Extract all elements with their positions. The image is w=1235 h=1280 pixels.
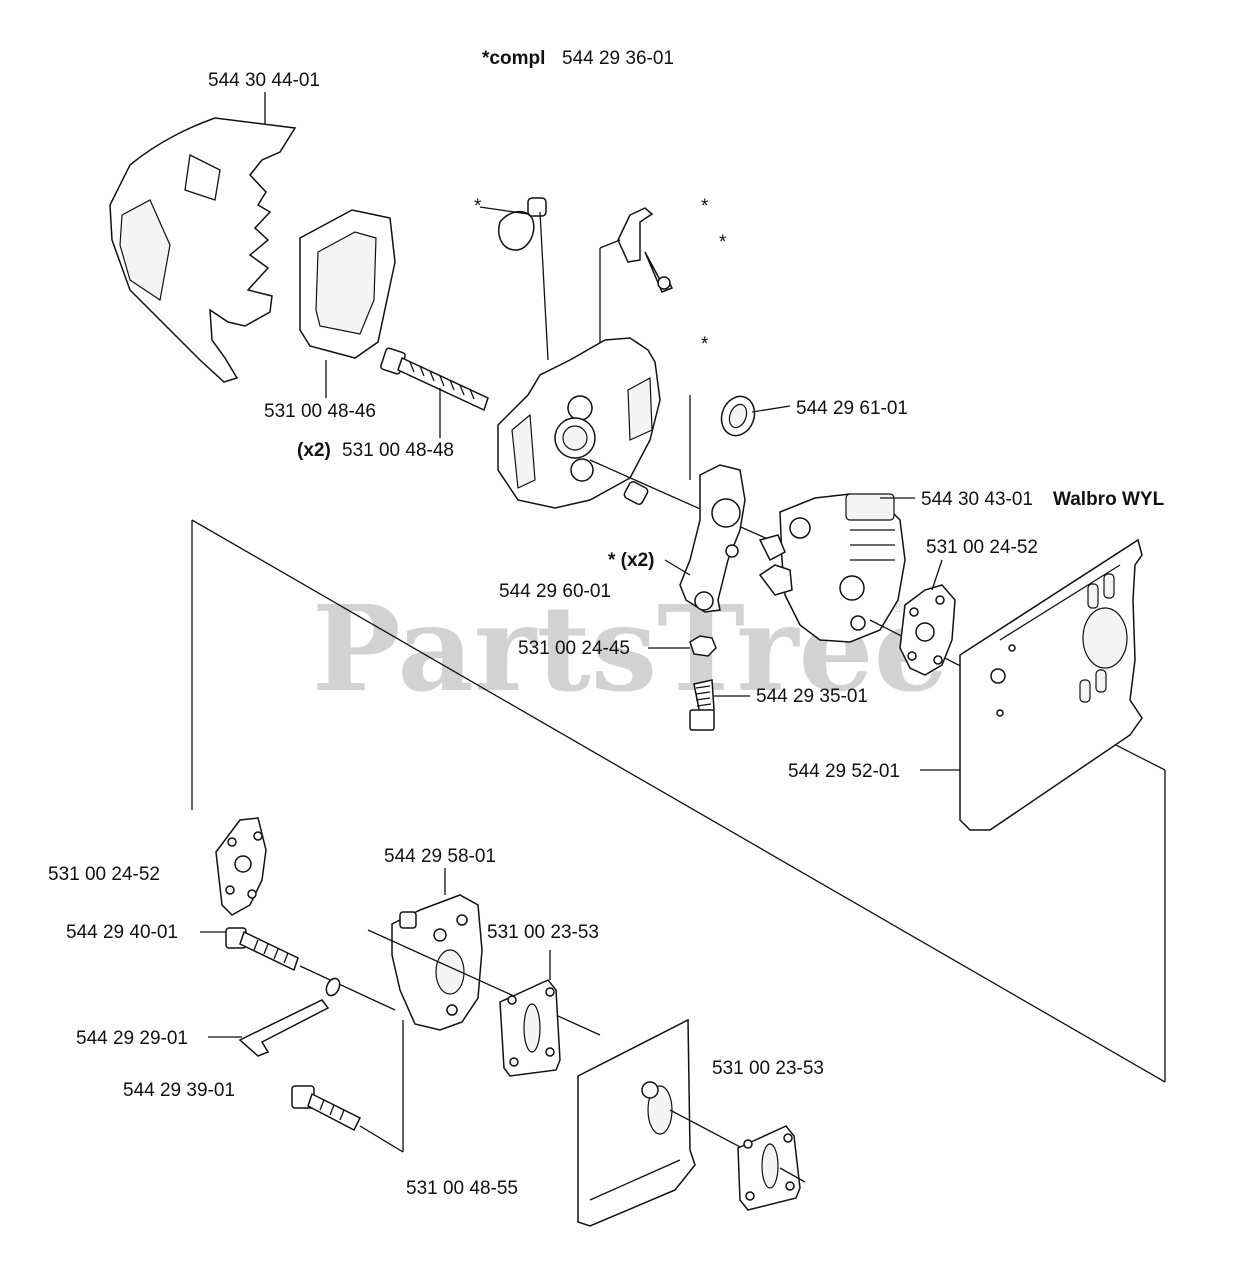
part-label-531002452-upper[interactable]: 531 00 24-52 (926, 537, 1038, 558)
part-label-531002452-lower[interactable]: 531 00 24-52 (48, 864, 160, 885)
heat-shield-plate[interactable] (959, 538, 1143, 831)
bracket[interactable] (679, 464, 746, 613)
air-filter[interactable] (299, 209, 396, 359)
choke-rod[interactable] (238, 976, 342, 1057)
part-label-544296001[interactable]: 544 29 60-01 (499, 581, 611, 602)
choke-lever[interactable] (617, 207, 674, 293)
asterisk-marker: * (474, 196, 482, 217)
bushing[interactable] (623, 480, 649, 505)
asterisk-marker: * (701, 334, 709, 355)
part-label-544295801[interactable]: 544 29 58-01 (384, 846, 496, 867)
part-label-544293901[interactable]: 544 29 39-01 (123, 1080, 235, 1101)
asterisk-x2-label: * (x2) (608, 550, 654, 571)
compl-part-number[interactable]: 544 29 36-01 (562, 48, 674, 69)
part-label-531004846[interactable]: 531 00 48-46 (264, 401, 376, 422)
part-label-531002353-upper[interactable]: 531 00 23-53 (487, 922, 599, 943)
compl-prefix: *compl (482, 48, 545, 69)
choke-flap[interactable] (498, 197, 547, 251)
o-ring[interactable] (716, 392, 760, 441)
carburetor[interactable] (758, 493, 906, 643)
part-label-544296101[interactable]: 544 29 61-01 (796, 398, 908, 419)
part-label-544293501[interactable]: 544 29 35-01 (756, 686, 868, 707)
gasket-middle[interactable] (499, 979, 561, 1077)
short-bolt-upper[interactable] (225, 927, 299, 972)
assembly-outline (191, 519, 1166, 1083)
part-label-531002445[interactable]: 531 00 24-45 (518, 638, 630, 659)
asterisk-marker: * (719, 232, 727, 253)
part-label-531004855[interactable]: 531 00 48-55 (406, 1178, 518, 1199)
part-label-531002353-lower[interactable]: 531 00 23-53 (712, 1058, 824, 1079)
part-label-544295201[interactable]: 544 29 52-01 (788, 761, 900, 782)
part-label-544304301[interactable]: 544 30 43-01 (921, 489, 1033, 510)
air-filter-cover[interactable] (109, 117, 297, 383)
quantity-x2-label: (x2) (297, 440, 331, 461)
header-compl: *compl 544 29 36-01 (482, 48, 674, 69)
spacer-plate[interactable] (577, 1018, 696, 1227)
adjusting-screw[interactable] (689, 679, 715, 731)
short-bolt-lower[interactable] (291, 1085, 362, 1132)
intake-manifold[interactable] (391, 894, 483, 1031)
nut[interactable] (689, 635, 717, 657)
gasket-bottom-right[interactable] (737, 1125, 801, 1211)
part-label-544294001[interactable]: 544 29 40-01 (66, 922, 178, 943)
carburetor-model-label: Walbro WYL (1053, 489, 1165, 510)
asterisk-marker: * (701, 196, 709, 217)
part-label-544304401[interactable]: 544 30 44-01 (208, 70, 320, 91)
part-label-531004848[interactable]: 531 00 48-48 (342, 440, 454, 461)
carburetor-adapter-housing[interactable] (497, 337, 661, 509)
gasket-lower-left[interactable] (215, 817, 267, 916)
part-label-544292901[interactable]: 544 29 29-01 (76, 1028, 188, 1049)
long-bolt[interactable] (380, 347, 489, 412)
